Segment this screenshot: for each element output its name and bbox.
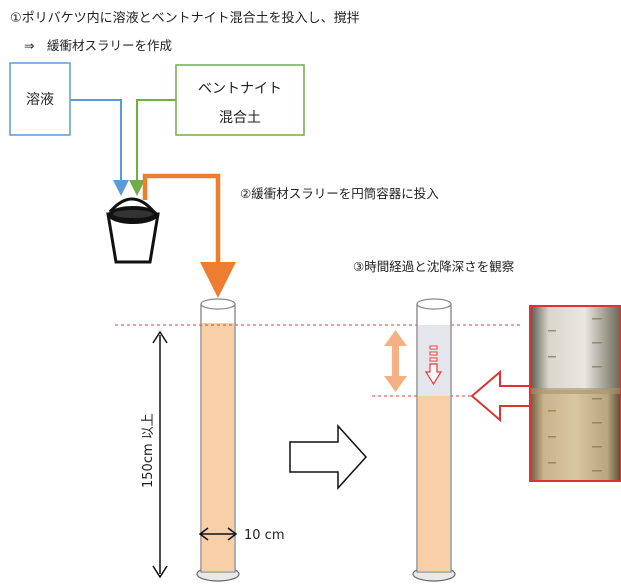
solution-flow-arrow — [70, 99, 129, 196]
photo-pointer-arrow-icon — [470, 369, 531, 423]
step2-text: ②緩衝材スラリーを円筒容器に投入 — [240, 186, 439, 201]
bentonite-label-line1: ベントナイト — [198, 81, 282, 97]
bucket-icon — [106, 197, 160, 264]
settling-photo — [529, 305, 621, 482]
cylinder-initial — [196, 298, 240, 582]
bentonite-flow-arrow — [129, 99, 176, 196]
solution-box — [9, 62, 71, 136]
step1-text: ①ポリバケツ内に溶液とベントナイト混合土を投入し、撹拌 — [10, 10, 360, 26]
settlement-depth-arrow — [384, 330, 407, 392]
solution-label: 溶液 — [26, 92, 54, 108]
height-dimension-arrow — [152, 330, 168, 579]
bentonite-box — [175, 64, 305, 136]
width-dimension-arrow — [198, 527, 238, 541]
width-label: 10 cm — [244, 528, 285, 543]
step3-text: ③時間経過と沈降深さを観察 — [353, 259, 515, 274]
cylinder-settled — [412, 298, 456, 582]
transition-arrow-icon — [289, 424, 368, 490]
height-label: 150cm 以上 — [141, 413, 156, 488]
bentonite-label-line2: 混合土 — [219, 110, 261, 126]
pour-arrow — [142, 173, 236, 298]
settling-down-arrow-icon — [424, 345, 443, 386]
step1-subtext: ⇒ 緩衝材スラリーを作成 — [24, 38, 172, 53]
